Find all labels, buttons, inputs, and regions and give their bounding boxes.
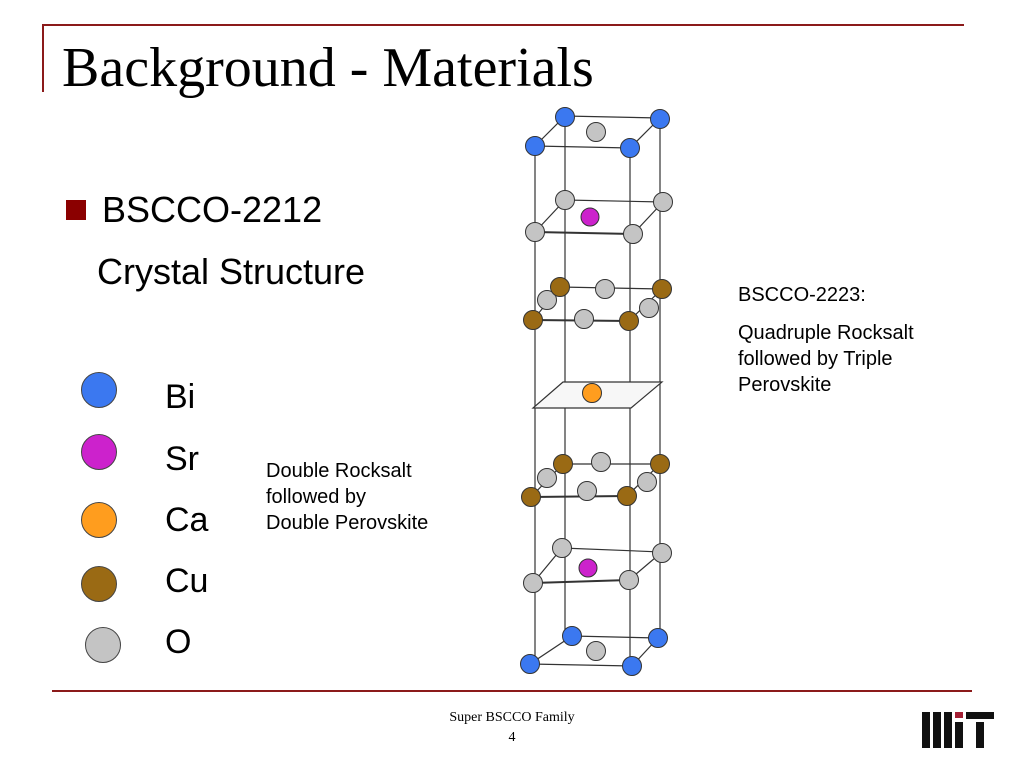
note-right-line1: Quadruple Rocksalt — [738, 322, 914, 344]
legend-sr-label: Sr — [165, 440, 199, 478]
bullet-text-line1: BSCCO-2212 — [102, 189, 323, 230]
legend-cu-label: Cu — [165, 562, 209, 600]
note-double-rocksalt: Double Rocksalt followed by Double Perov… — [266, 458, 506, 536]
legend-ca-label: Ca — [165, 501, 209, 539]
slide-title: Background - Materials — [62, 37, 594, 99]
legend-bi-swatch — [81, 372, 117, 408]
note-right-line3: Perovskite — [738, 374, 832, 396]
legend-sr-swatch — [81, 434, 117, 470]
note-bscco-2223: BSCCO-2223: Quadruple Rocksalt followed … — [738, 282, 998, 398]
slide-footer: Super BSCCO Family 4 — [362, 708, 662, 747]
crystal-structure-diagram — [520, 107, 673, 676]
legend-o-swatch — [85, 627, 121, 663]
frame-left-rule — [42, 24, 44, 92]
layer-face-4 — [531, 547, 664, 584]
legend-cu-swatch — [81, 566, 117, 602]
frame-top-rule — [42, 24, 964, 26]
bullet-text-line2: Crystal Structure — [97, 251, 366, 292]
note-right-line2: followed by Triple — [738, 348, 893, 370]
legend-bi-label: Bi — [165, 378, 196, 416]
footer-text: Super BSCCO Family — [449, 710, 575, 725]
bullet-square-icon — [66, 200, 86, 220]
mit-logo-icon — [922, 712, 994, 748]
note-left-line2: followed by — [266, 486, 367, 508]
note-left-line3: Double Perovskite — [266, 512, 429, 534]
footer-rule — [52, 690, 972, 692]
note-left-line1: Double Rocksalt — [266, 460, 412, 482]
note-right-heading: BSCCO-2223: — [738, 284, 866, 306]
legend-o-label: O — [165, 623, 192, 661]
legend-ca-swatch — [81, 502, 117, 538]
page-number: 4 — [508, 729, 516, 745]
